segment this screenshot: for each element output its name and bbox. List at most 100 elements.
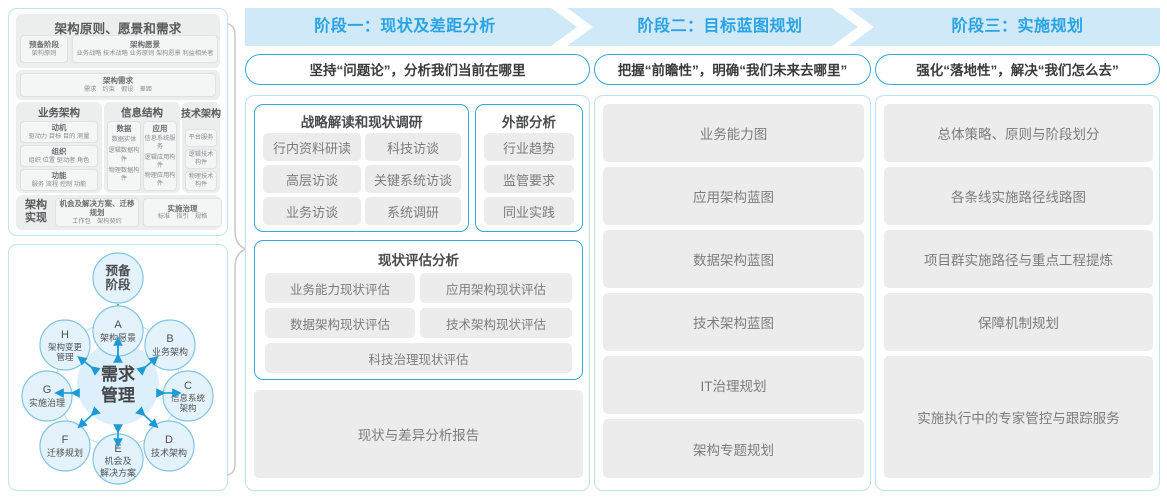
phase-2-item: 技术架构蓝图 [603,293,864,351]
togaf-app-item: 物理应用构件 [144,171,176,187]
togaf-tech-item-label: 平台服务 [188,133,214,141]
togaf-vision-head: 架构愿景 [130,40,160,50]
phase-3-item: 保障机制规划 [884,293,1153,351]
phase-1-external-item: 同业实践 [484,197,574,225]
togaf-tech-item-label: 逻辑技术构件 [188,150,214,166]
togaf-business-g2-body: 组织 位置 驱动者 角色 [28,156,90,164]
phase-1-card-strategy: 战略解读和现状调研 行内资料研读 科技访谈 高层访谈 关键系统访谈 业务访谈 系… [254,104,469,232]
node-f-label: 迁移规划 [47,447,83,458]
phase-1-banner: 阶段一：现状及差距分析 [314,18,496,35]
togaf-framework-card: 架构原则、愿景和需求 预备阶段 架构原则 架构愿景 业务战略 技术战略 业务原则… [8,8,228,236]
togaf-prelim-head: 预备阶段 [29,40,59,50]
togaf-tech-item: 物理技术构件 [185,171,217,191]
phase-3-item: 项目群实施路径与重点工程提炼 [884,230,1153,288]
phase-1-assessment-item: 科技治理现状评估 [265,343,572,373]
phase-banner-strip [245,8,1160,46]
phase-1-subtitle: 坚持“问题论”，分析我们当前在哪里 [245,54,590,85]
togaf-governance-cell: 实施治理 标准 指引 规格 [143,198,222,227]
chevron-divider-2 [832,8,874,46]
togaf-column-information: 信息结构 数据 数据实体 逻辑数据构件 物理数据构件 应用 信息系统服务 逻辑应… [104,102,180,193]
phase-1-panel: 战略解读和现状调研 行内资料研读 科技访谈 高层访谈 关键系统访谈 业务访谈 系… [245,95,590,491]
togaf-column-business: 业务架构 动机 驱动力 目标 目的 测量 组织 组织 位置 驱动者 角色 功能 … [16,102,102,193]
phase-1-assessment-item: 技术架构现状评估 [420,308,572,338]
phase-2-subtitle: 把握“前瞻性”，明确“我们未来去哪里” [594,54,871,85]
node-d-label: 技术架构 [151,447,187,458]
togaf-opportunity-body: 工作包 架构契约 [72,217,122,225]
togaf-data-subcolumn: 数据 数据实体 逻辑数据构件 物理数据构件 [107,121,141,191]
phase-2-item: IT治理规划 [603,356,864,414]
phases-area: 阶段一：现状及差距分析 阶段二：目标蓝图规划 阶段三：实施规划 坚持“问题论”，… [245,8,1160,491]
phase-2-panel: 业务能力图 应用架构蓝图 数据架构蓝图 技术架构蓝图 IT治理规划 架构专题规划 [594,95,871,491]
phase-1-card-external: 外部分析 行业趋势 监管要求 同业实践 [475,104,583,232]
node-g-key: G [43,384,52,396]
togaf-business-g3-head: 功能 [51,171,67,181]
togaf-app-item: 信息系统服务 [144,135,176,151]
node-a-key: A [114,319,122,331]
chevron-divider-1 [551,8,593,46]
node-c-label-2: 架构 [179,403,196,413]
node-center-label-2: 管理 [101,385,135,405]
togaf-opportunity-head: 机会及解决方案、迁移规划 [59,199,135,218]
togaf-data-item: 逻辑数据构件 [108,147,140,163]
phase-2-item: 应用架构蓝图 [603,167,864,225]
togaf-column-technology-header: 技术架构 [181,109,221,120]
togaf-governance-head: 实施治理 [167,203,198,213]
togaf-title: 架构原则、愿景和需求 [54,22,182,36]
node-prelim [92,252,144,304]
togaf-column-technology: 技术架构 平台服务 逻辑技术构件 物理技术构件 [181,102,221,193]
node-f-key: F [62,434,69,446]
togaf-business-g1-head: 动机 [51,123,67,133]
togaf-vision-body: 业务战略 技术战略 业务原则 架构愿景 利益相关者 [76,49,214,57]
phase-1-strategy-item: 高层访谈 [263,165,361,193]
phase-3-subtitle: 强化“落地性”，解决“我们怎么去” [875,54,1160,85]
phase-1-strategy-item: 行内资料研读 [263,133,361,161]
node-prelim-label-1: 预备 [105,263,131,278]
togaf-requirement-head: 架构需求 [103,76,133,86]
togaf-vision-cell: 架构愿景 业务战略 技术战略 业务原则 架构愿景 利益相关者 [72,35,218,63]
phase-3-item: 总体策略、原则与阶段划分 [884,104,1153,162]
phase-1-card-assessment-title: 现状评估分析 [378,253,459,268]
phase-1-card-assessment: 现状评估分析 业务能力现状评估 应用架构现状评估 数据架构现状评估 技术架构现状… [254,240,583,380]
node-h-label-2: 管理 [56,352,74,362]
node-c-key: C [184,380,192,392]
phase-1-card-strategy-title: 战略解读和现状调研 [300,115,423,130]
togaf-requirement-band: 架构需求 需求 约束 假设 差距 [16,70,220,100]
node-b [144,319,196,371]
togaf-business-g3-body: 服务 流程 控制 功能 [31,180,87,188]
node-g [21,370,73,422]
phase-1-card-external-title: 外部分析 [502,115,556,130]
togaf-business-group: 动机 驱动力 目标 目的 测量 [20,121,98,143]
phase-2-item: 业务能力图 [603,104,864,162]
togaf-requirement-body: 需求 约束 假设 差距 [83,85,153,93]
node-e-label-2: 解决方案 [100,467,136,478]
node-e-label-1: 机会及 [104,455,131,466]
node-g-label: 实施治理 [29,397,65,408]
phase-1-assessment-item: 数据架构现状评估 [265,308,415,338]
phase-3-item: 各条线实施路径线路图 [884,167,1153,225]
node-e-key: E [114,443,121,455]
togaf-data-item: 数据实体 [111,136,137,144]
togaf-business-g2-head: 组织 [51,147,67,157]
phase-3-panel: 总体策略、原则与阶段划分 各条线实施路径线路图 项目群实施路径与重点工程提炼 保… [875,95,1160,491]
node-f [39,420,91,472]
phase-1-strategy-item: 关键系统访谈 [365,165,461,193]
node-b-label: 业务架构 [152,346,188,357]
node-d-key: D [165,434,173,446]
node-d [143,420,195,472]
togaf-tech-item: 平台服务 [185,129,217,147]
togaf-prelim-body: 架构原则 [31,49,57,57]
node-h-label-1: 架构变更 [48,342,83,352]
togaf-business-group: 组织 组织 位置 驱动者 角色 [20,145,98,167]
phase-3-item: 实施执行中的专家管控与跟踪服务 [884,356,1153,478]
togaf-data-head: 数据 [116,124,132,133]
phase-1-strategy-item: 业务访谈 [263,197,361,225]
phase-1-strategy-item: 系统调研 [365,197,461,225]
phase-1-external-item: 行业趋势 [484,133,574,161]
togaf-implementation-band: 架构实现 机会及解决方案、迁移规划 工作包 架构契约 实施治理 标准 指引 规格 [16,195,222,230]
togaf-business-g1-body: 驱动力 目标 目的 测量 [28,132,90,140]
node-h-key: H [61,329,69,341]
togaf-column-business-header: 业务架构 [38,107,80,119]
togaf-tech-item-label: 物理技术构件 [188,172,214,188]
node-prelim-label-2: 阶段 [105,277,131,292]
